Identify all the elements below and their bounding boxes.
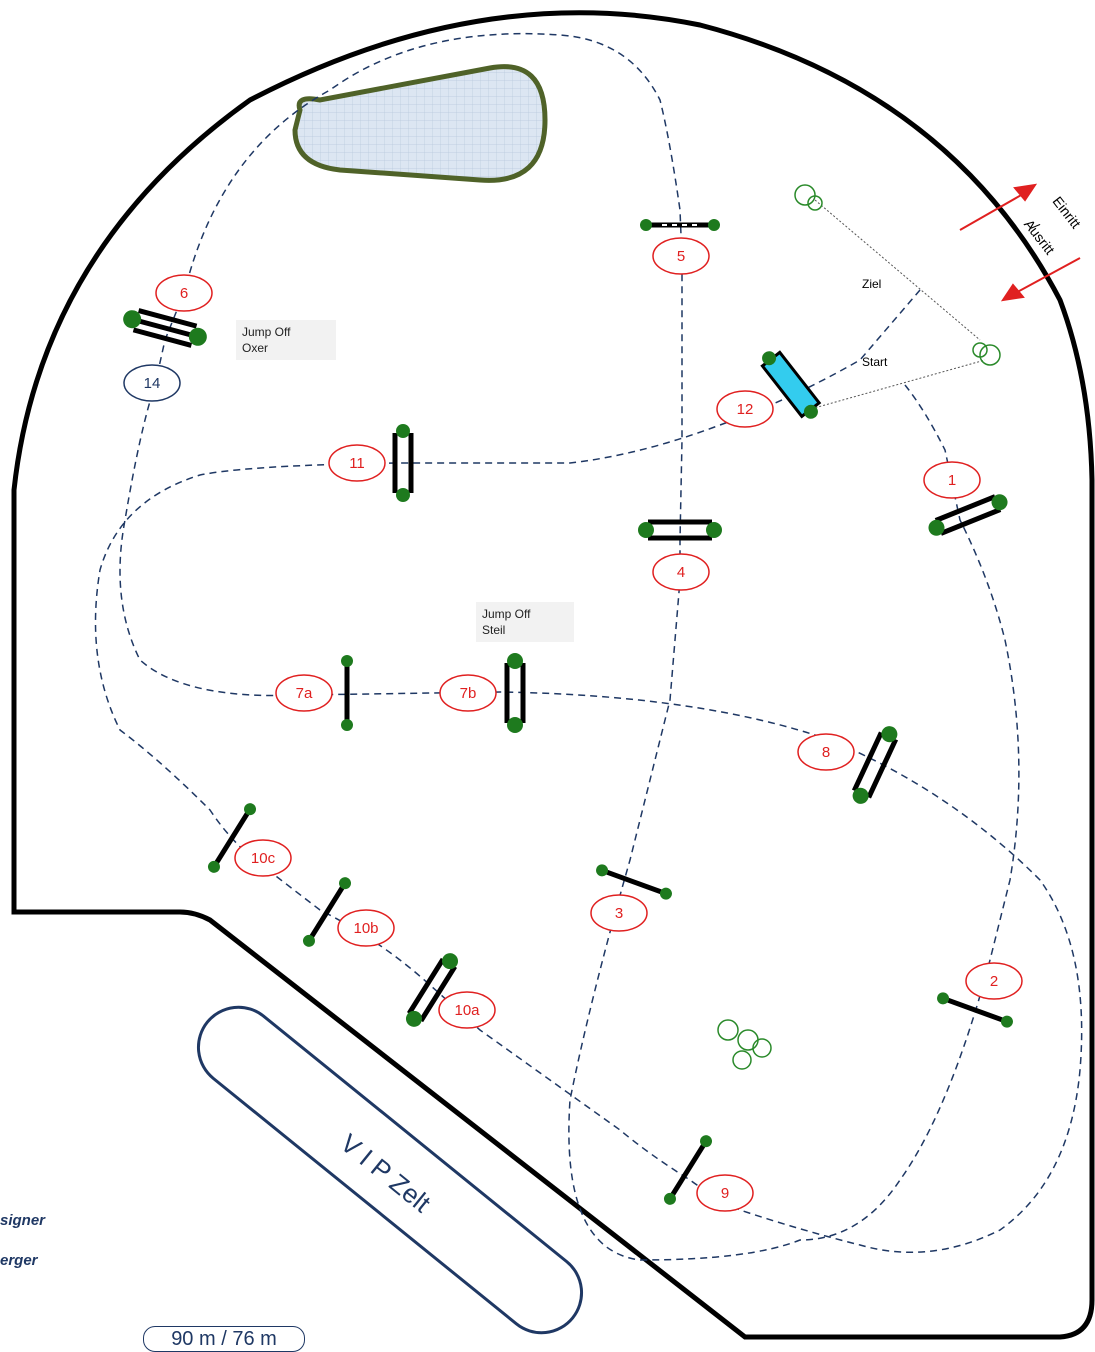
jump-label-10b-shape — [337, 909, 395, 947]
jumpoff-oxer-line1: Jump Off — [242, 325, 291, 339]
jump-label-6-shape — [155, 274, 213, 312]
jumpoff-oxer-note: Jump Off Oxer — [236, 320, 336, 360]
jump-label-10b: 10b — [353, 920, 378, 937]
jump-label-7b-shape — [439, 674, 497, 712]
jumpoff-steil-note: Jump Off Steil — [476, 602, 574, 642]
jump-label-5-shape — [652, 237, 710, 275]
fences — [123, 219, 1013, 1205]
credit-line-2: erger — [0, 1252, 38, 1269]
jump-label-11: 11 — [349, 455, 365, 472]
jumpoff-steil-line2: Steil — [482, 623, 506, 637]
jump-label-8: 8 — [822, 744, 830, 761]
jump-label-6: 6 — [180, 285, 188, 302]
jump-label-4: 4 — [677, 564, 685, 581]
jump-label-2-shape — [965, 962, 1023, 1000]
jump-label-12: 12 — [737, 401, 754, 418]
jump-label-14-shape — [123, 364, 181, 402]
jump-label-texts: 5 6 14 11 12 1 4 7a 7b 8 10c 3 10b 2 10a… — [144, 248, 999, 1202]
jumpoff-steil-line1: Jump Off — [482, 607, 531, 621]
jump-label-1-shape — [923, 461, 981, 499]
jump-label-10a: 10a — [454, 1002, 480, 1019]
route-path — [94, 32, 1083, 1261]
entrance-label-ausritt: Ausritt — [1021, 216, 1058, 257]
start-finish-lines — [799, 199, 986, 413]
jump-label-4-shape — [652, 553, 710, 591]
arena-boundary — [11, 10, 1095, 1340]
jump-label-10c: 10c — [251, 850, 276, 867]
entrance-label-einritt: Einritt — [1049, 193, 1084, 231]
jump-label-3: 3 — [615, 905, 623, 922]
ziel-label: Ziel — [862, 277, 881, 291]
jump-label-8-shape — [797, 733, 855, 771]
start-label: Start — [862, 355, 888, 369]
jump-label-9: 9 — [721, 1185, 729, 1202]
jump-label-11-shape — [328, 444, 386, 482]
vip-tent-label: V I P Zelt — [335, 1128, 437, 1219]
credit-line-1: signer — [0, 1212, 46, 1229]
jump-label-7a-shape — [275, 674, 333, 712]
jump-label-10c-shape — [234, 839, 292, 877]
jump-label-10a-shape — [438, 991, 496, 1029]
jumpoff-oxer-line2: Oxer — [242, 341, 269, 355]
jump-label-7b: 7b — [460, 685, 477, 702]
jump-label-14: 14 — [144, 375, 161, 392]
scale-badge: 90 m / 76 m — [143, 1326, 305, 1352]
jump-label-3-shape — [590, 894, 648, 932]
hedge-markers — [717, 184, 1001, 1070]
jump-labels — [123, 237, 1023, 1212]
jump-label-5: 5 — [677, 248, 685, 265]
jump-label-1: 1 — [948, 472, 956, 489]
jump-label-7a: 7a — [296, 685, 313, 702]
entrance-arrows — [959, 183, 1081, 302]
jump-label-9-shape — [696, 1174, 754, 1212]
jump-label-12-shape — [716, 390, 774, 428]
water-pond — [292, 64, 548, 183]
vip-tent — [196, 1005, 584, 1335]
jump-label-2: 2 — [990, 973, 998, 990]
